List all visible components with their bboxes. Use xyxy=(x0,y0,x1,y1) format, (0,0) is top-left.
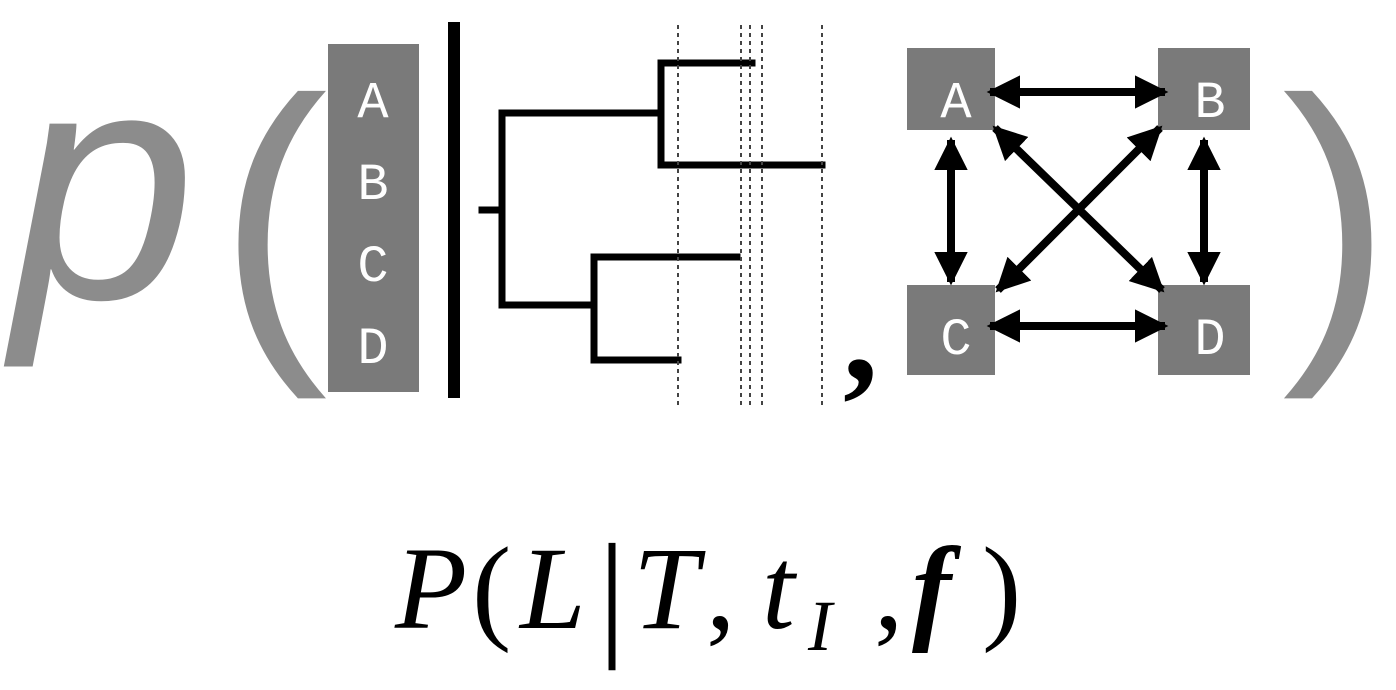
network-node-d xyxy=(1158,285,1250,375)
close-paren: ) xyxy=(1282,31,1392,402)
formula-open-paren: ( xyxy=(472,523,511,654)
network-node-a xyxy=(907,48,995,130)
network-label-d: D xyxy=(1194,311,1225,370)
conditioning-bar xyxy=(448,22,460,398)
network-node-c xyxy=(907,285,995,375)
gene-tree xyxy=(478,59,826,364)
network-node-b xyxy=(1158,48,1250,130)
separator-comma: , xyxy=(843,256,878,411)
open-paren: ( xyxy=(218,31,328,402)
formula-subscript-I: I xyxy=(807,586,835,666)
formula-L: L xyxy=(518,523,586,654)
time-slices xyxy=(677,25,823,408)
formula-T: T xyxy=(633,523,706,654)
formula-P: P xyxy=(394,523,467,654)
arrow-b-c xyxy=(995,125,1163,293)
formula-close-paren: ) xyxy=(982,523,1021,654)
network-label-c: C xyxy=(940,311,971,370)
taxon-label-d: D xyxy=(357,320,388,379)
probability-p: p xyxy=(2,0,196,370)
formula-f: f xyxy=(912,523,962,654)
formula-t: t xyxy=(762,523,798,654)
formula-comma-2: , xyxy=(874,523,904,654)
taxon-label-c: C xyxy=(357,238,388,297)
taxa-box xyxy=(328,44,419,392)
taxon-label-a: A xyxy=(357,74,389,133)
network-label-a: A xyxy=(940,74,972,133)
formula-conditioning-bar: | xyxy=(598,516,626,671)
network-arrows xyxy=(934,75,1221,343)
taxon-label-b: B xyxy=(357,156,388,215)
network-label-b: B xyxy=(1194,74,1225,133)
formula: P ( L T , t , f ) I | xyxy=(394,516,1021,671)
formula-comma-1: , xyxy=(706,523,736,654)
svg-text:P ( L T: P ( L T , t , f ) xyxy=(394,523,1021,654)
